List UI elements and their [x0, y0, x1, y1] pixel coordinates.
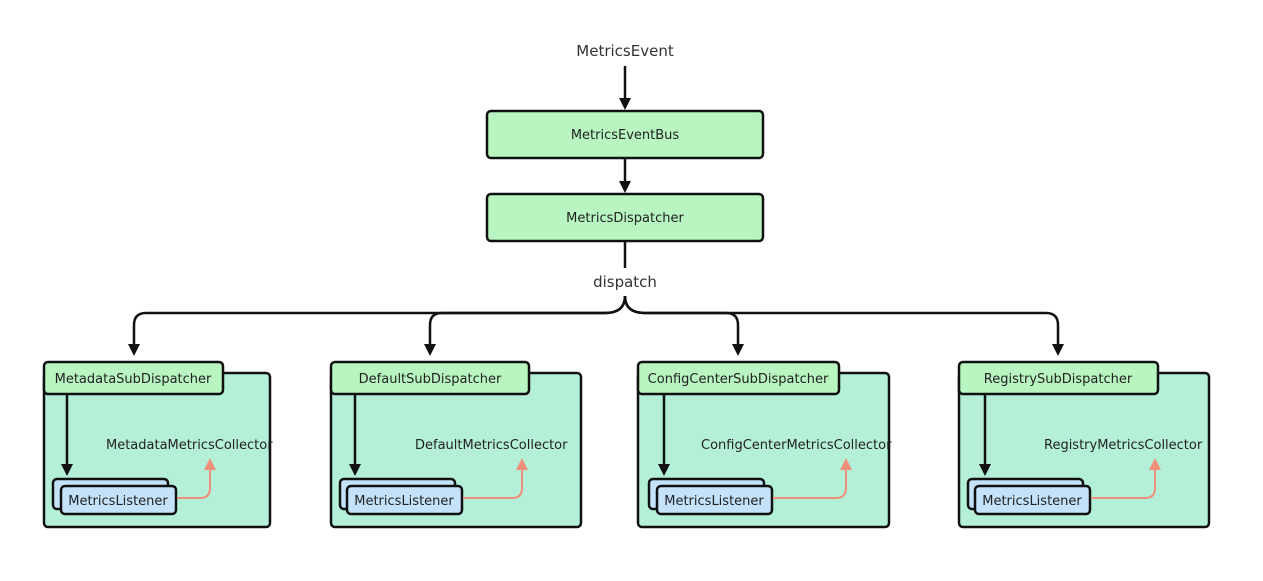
- subdispatcher-group: RegistrySubDispatcher RegistryMetricsCol…: [957, 360, 1211, 529]
- listener-to-collector-arrow: [773, 458, 852, 499]
- subdispatcher-title-box[interactable]: [957, 360, 1160, 396]
- subdispatcher-title-box[interactable]: [636, 360, 841, 396]
- listener-to-collector-arrow: [463, 458, 528, 499]
- subdispatcher-group: ConfigCenterSubDispatcher ConfigCenterMe…: [636, 360, 892, 529]
- branch-arrow-configcenter: [623, 295, 744, 356]
- listener-box[interactable]: [655, 484, 774, 516]
- metrics-dispatcher-label: MetricsDispatcher: [566, 211, 684, 226]
- listener-label: MetricsListener: [982, 494, 1082, 509]
- collector-label: RegistryMetricsCollector: [1044, 438, 1203, 453]
- branch-arrow-metadata: [128, 295, 627, 356]
- listener-box[interactable]: [973, 484, 1092, 516]
- subdispatcher-title: MetadataSubDispatcher: [55, 372, 212, 387]
- subdispatcher-group: MetadataSubDispatcher MetadataMetricsCol…: [42, 360, 273, 529]
- metrics-event-bus-label: MetricsEventBus: [571, 128, 680, 143]
- listener-label: MetricsListener: [68, 494, 168, 509]
- branch-arrow-registry: [623, 295, 1064, 356]
- collector-label: MetadataMetricsCollector: [106, 438, 273, 453]
- subdispatcher-title: ConfigCenterSubDispatcher: [648, 372, 829, 387]
- listener-label: MetricsListener: [354, 494, 454, 509]
- subdispatcher-title: DefaultSubDispatcher: [359, 372, 502, 387]
- listener-box[interactable]: [345, 484, 464, 516]
- branch-arrow-default: [424, 295, 627, 356]
- collector-label: DefaultMetricsCollector: [415, 438, 568, 453]
- listener-box[interactable]: [59, 484, 178, 516]
- metrics-dispatcher-node[interactable]: MetricsDispatcher: [485, 192, 765, 243]
- subdispatcher-title-box[interactable]: [329, 360, 531, 396]
- listener-label: MetricsListener: [664, 494, 764, 509]
- collector-label: ConfigCenterMetricsCollector: [701, 438, 892, 453]
- subdispatcher-title: RegistrySubDispatcher: [984, 372, 1133, 387]
- listener-to-collector-arrow: [177, 458, 216, 499]
- subdispatcher-group: DefaultSubDispatcher DefaultMetricsColle…: [329, 360, 583, 529]
- metrics-event-label: MetricsEvent: [576, 42, 674, 60]
- dispatch-label: dispatch: [593, 273, 657, 291]
- subdispatcher-title-box[interactable]: [42, 360, 225, 396]
- listener-to-collector-arrow: [1091, 458, 1161, 499]
- metrics-event-bus-node[interactable]: MetricsEventBus: [485, 109, 765, 160]
